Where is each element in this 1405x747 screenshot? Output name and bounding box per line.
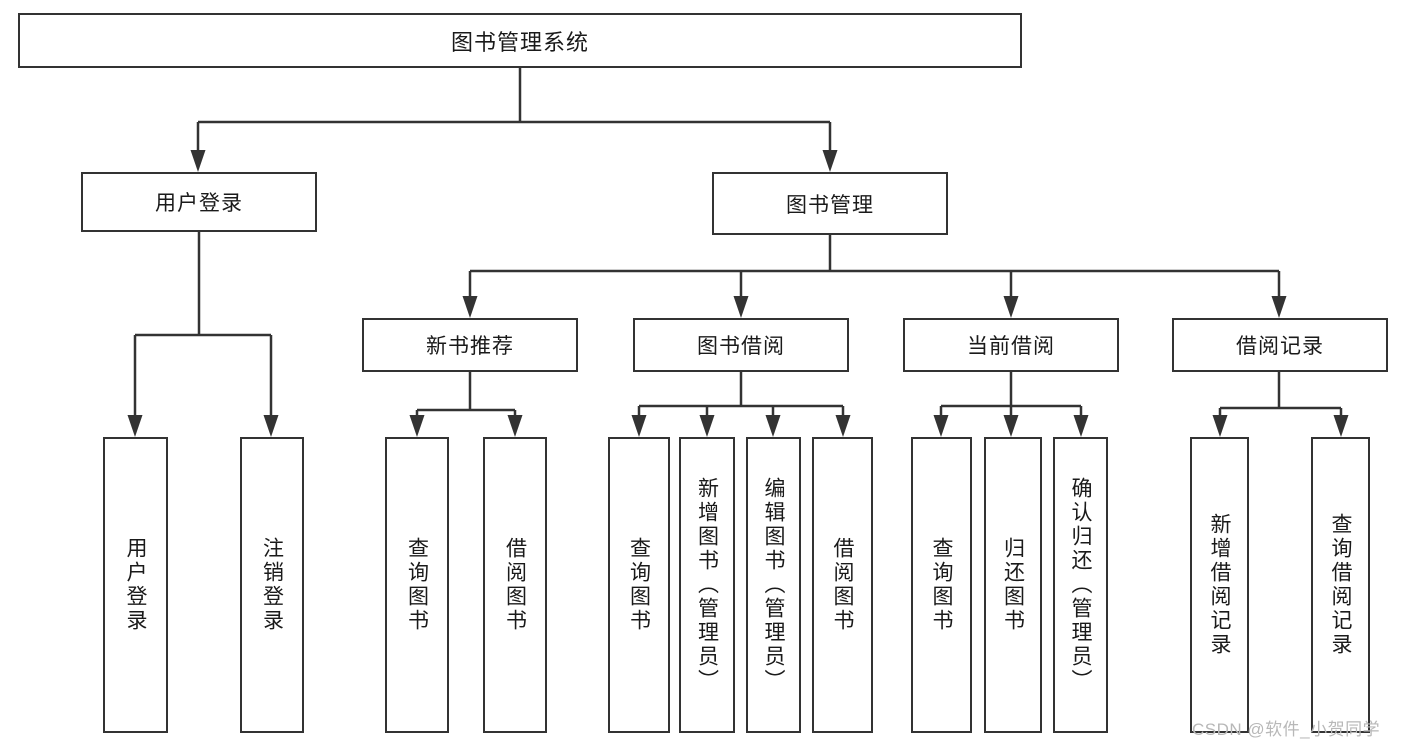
borrow-record-arrow-1-head [1333, 415, 1349, 437]
node-leaf-return-book[interactable]: 归还图书 [984, 437, 1042, 733]
node-label-leaf-add-book-admin: 新增图书（管理员） [695, 477, 719, 693]
node-label-book-borrow: 图书借阅 [697, 335, 785, 358]
node-label-leaf-edit-book-admin: 编辑图书（管理员） [762, 477, 785, 693]
node-book-management[interactable]: 图书管理 [712, 172, 948, 235]
node-leaf-add-book-admin[interactable]: 新增图书（管理员） [679, 437, 735, 733]
node-borrow-record[interactable]: 借阅记录 [1172, 318, 1388, 372]
current-borrow-arrow-2-head [1073, 415, 1089, 437]
book-borrow-arrow-3-head [835, 415, 851, 437]
node-current-borrow[interactable]: 当前借阅 [903, 318, 1119, 372]
node-leaf-query-book-3[interactable]: 查询图书 [911, 437, 972, 733]
node-label-leaf-return-book: 归还图书 [1001, 537, 1025, 633]
node-leaf-query-book-1[interactable]: 查询图书 [385, 437, 449, 733]
node-label-user-login: 用户登录 [155, 192, 243, 215]
node-leaf-logout-login[interactable]: 注销登录 [240, 437, 304, 733]
current-borrow-arrow-1-head [1003, 415, 1019, 437]
node-label-book-management: 图书管理 [786, 193, 874, 217]
node-label-root: 图书管理系统 [450, 29, 589, 55]
borrow-record-arrow-0-head [1212, 415, 1228, 437]
node-leaf-user-login[interactable]: 用户登录 [103, 437, 168, 733]
node-root[interactable]: 图书管理系统 [18, 13, 1022, 68]
node-label-leaf-confirm-return-admin: 确认归还（管理员） [1069, 477, 1092, 693]
node-book-borrow[interactable]: 图书借阅 [633, 318, 849, 372]
node-leaf-edit-book-admin[interactable]: 编辑图书（管理员） [746, 437, 801, 733]
book-mgmt-arrow-2-head [1003, 296, 1019, 318]
node-label-leaf-add-borrow-record: 新增借阅记录 [1208, 513, 1231, 657]
node-label-current-borrow: 当前借阅 [967, 335, 1055, 358]
node-leaf-add-borrow-record[interactable]: 新增借阅记录 [1190, 437, 1249, 733]
node-label-leaf-logout-login: 注销登录 [260, 537, 284, 633]
current-borrow-arrow-0-head [933, 415, 949, 437]
new-book-recommend-arrow-1-head [507, 415, 523, 437]
node-label-leaf-borrow-book-1: 借阅图书 [503, 537, 527, 633]
node-label-leaf-query-book-2: 查询图书 [627, 537, 651, 633]
node-leaf-query-borrow-record[interactable]: 查询借阅记录 [1311, 437, 1370, 733]
node-label-leaf-user-login: 用户登录 [124, 537, 147, 633]
node-leaf-borrow-book-2[interactable]: 借阅图书 [812, 437, 873, 733]
node-label-new-book-recommend: 新书推荐 [426, 335, 514, 358]
book-mgmt-arrow-0-head [462, 296, 478, 318]
node-label-leaf-borrow-book-2: 借阅图书 [831, 537, 854, 633]
node-label-leaf-query-book-3: 查询图书 [930, 537, 953, 633]
node-label-borrow-record: 借阅记录 [1236, 335, 1324, 358]
user-login-arrow-0-head [127, 415, 143, 437]
node-label-leaf-query-book-1: 查询图书 [405, 537, 429, 633]
root-arrow-0-head [190, 150, 206, 172]
node-leaf-confirm-return-admin[interactable]: 确认归还（管理员） [1053, 437, 1108, 733]
book-mgmt-arrow-1-head [733, 296, 749, 318]
node-new-book-recommend[interactable]: 新书推荐 [362, 318, 578, 372]
node-leaf-borrow-book-1[interactable]: 借阅图书 [483, 437, 547, 733]
node-leaf-query-book-2[interactable]: 查询图书 [608, 437, 670, 733]
book-borrow-arrow-0-head [631, 415, 647, 437]
node-user-login[interactable]: 用户登录 [81, 172, 317, 232]
book-borrow-arrow-1-head [699, 415, 715, 437]
new-book-recommend-arrow-0-head [409, 415, 425, 437]
root-arrow-1-head [822, 150, 838, 172]
user-login-arrow-1-head [263, 415, 279, 437]
book-borrow-arrow-2-head [765, 415, 781, 437]
book-mgmt-arrow-3-head [1271, 296, 1287, 318]
csdn-watermark: CSDN @软件_小贺同学 [1192, 720, 1381, 739]
node-label-leaf-query-borrow-record: 查询借阅记录 [1329, 513, 1352, 657]
